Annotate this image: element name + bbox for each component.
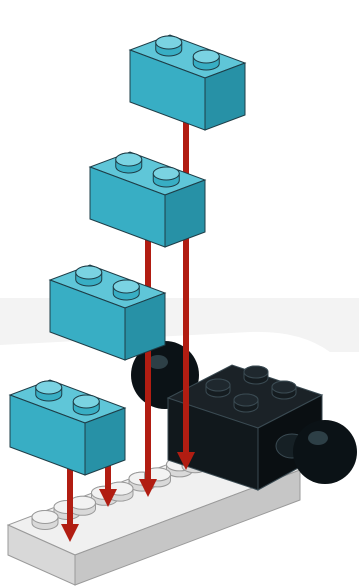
teal-bricks: [8, 34, 247, 476]
plate-stud-8: [69, 495, 96, 516]
teal-brick-1-stud-1: [35, 380, 63, 402]
arrow-1: [61, 440, 79, 542]
ball-joint-front: [293, 420, 357, 484]
black-stud-3: [233, 393, 259, 413]
teal-brick-3: [88, 151, 207, 248]
arrow-4: [177, 112, 195, 470]
black-stud-2: [243, 365, 269, 385]
teal-brick-1: [8, 379, 127, 476]
teal-brick-2: [48, 264, 167, 361]
teal-brick-3-stud-2: [152, 166, 180, 188]
arrow-3: [139, 230, 157, 497]
black-stud-4: [271, 380, 297, 400]
black-stud-1: [205, 378, 231, 398]
black-ball-brick: [131, 341, 357, 491]
teal-brick-4: [128, 34, 247, 131]
plate-stud-7: [31, 510, 59, 530]
black-brick-studs: [205, 365, 297, 413]
teal-brick-2-stud-1: [75, 265, 103, 287]
teal-brick-4-stud-2: [192, 49, 220, 71]
teal-brick-3-stud-1: [115, 152, 143, 174]
teal-brick-4-stud-1: [155, 35, 183, 57]
teal-brick-1-stud-2: [72, 394, 100, 416]
teal-brick-2-stud-2: [112, 279, 140, 301]
